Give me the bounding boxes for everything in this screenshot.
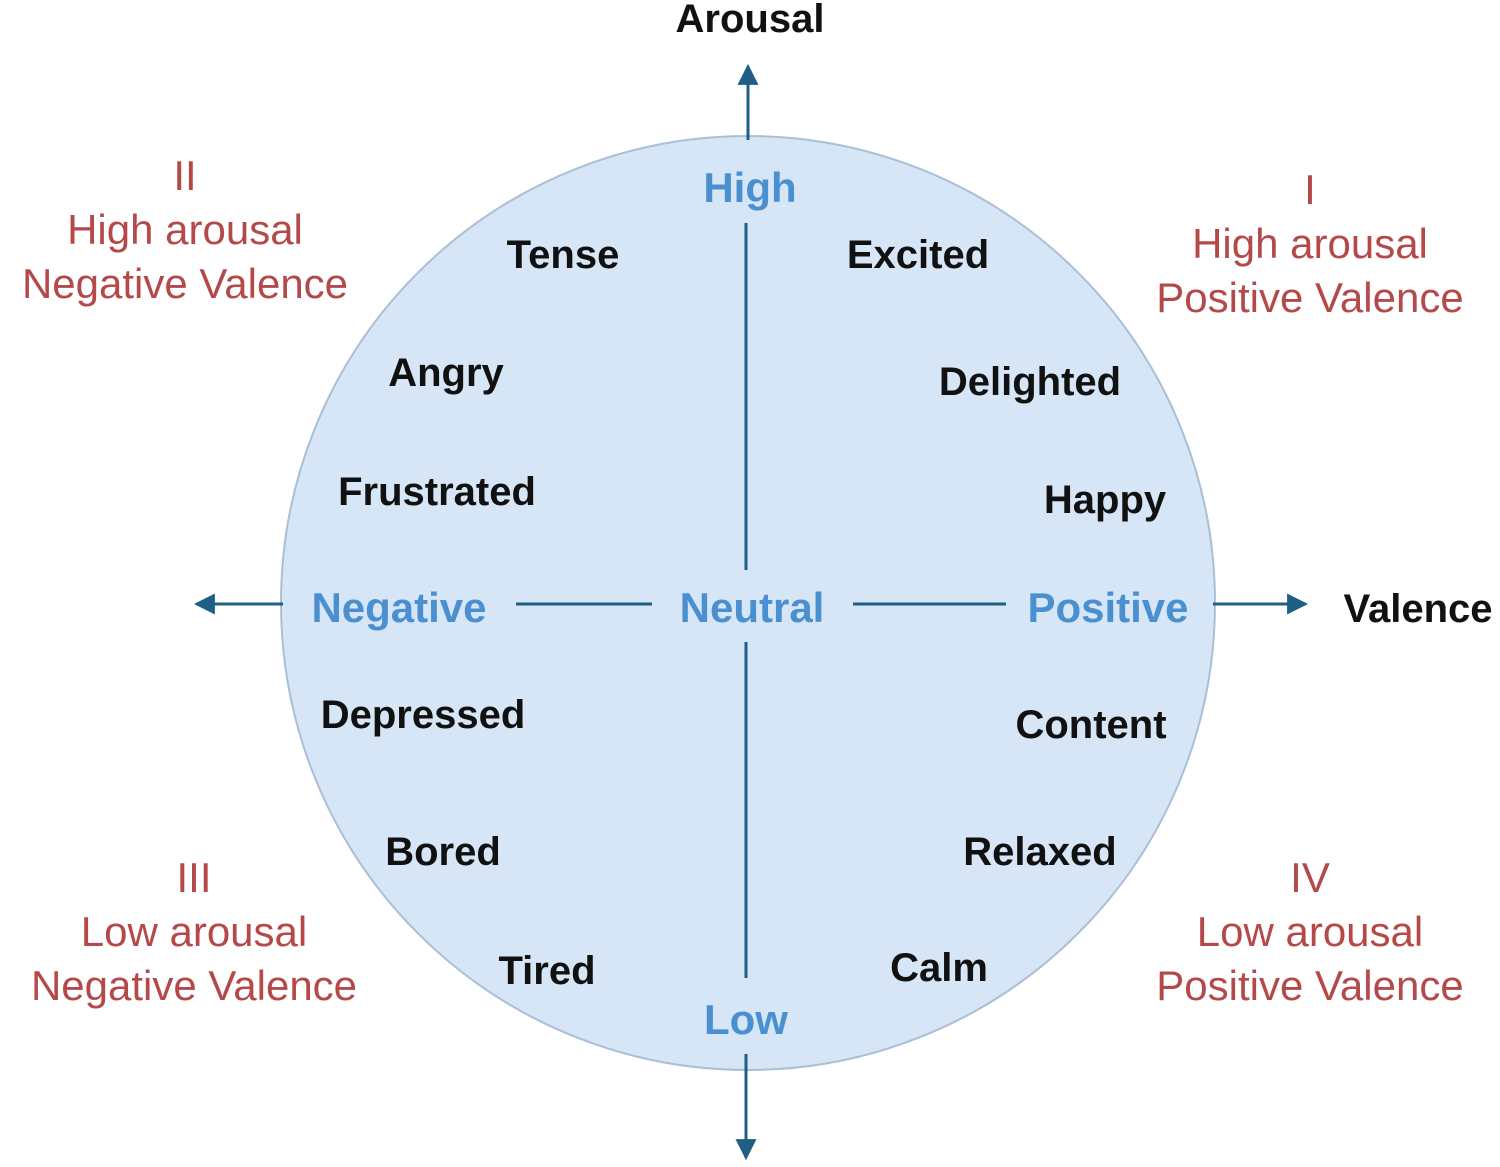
- quadrant-ii-line2: Negative Valence: [22, 260, 348, 307]
- quadrant-iv-line2: Positive Valence: [1156, 962, 1463, 1009]
- emotion-tired: Tired: [498, 949, 595, 993]
- emotion-frustrated: Frustrated: [338, 470, 536, 514]
- pole-positive-label: Positive: [1027, 584, 1188, 631]
- quadrant-ii-label: II High arousal Negative Valence: [22, 152, 348, 307]
- emotion-bored: Bored: [385, 830, 501, 874]
- pole-negative-label: Negative: [311, 584, 486, 631]
- pole-low-label: Low: [704, 996, 788, 1043]
- emotion-excited: Excited: [847, 233, 989, 277]
- quadrant-i-label: I High arousal Positive Valence: [1156, 166, 1463, 321]
- quadrant-iii-numeral: III: [176, 854, 211, 901]
- emotion-angry: Angry: [388, 351, 504, 395]
- quadrant-iii-label: III Low arousal Negative Valence: [31, 854, 357, 1009]
- quadrant-i-line1: High arousal: [1192, 220, 1428, 267]
- quadrant-ii-numeral: II: [173, 152, 196, 199]
- pole-high-label: High: [703, 164, 796, 211]
- quadrant-iii-line1: Low arousal: [81, 908, 307, 955]
- quadrant-i-numeral: I: [1304, 166, 1316, 213]
- pole-neutral-label: Neutral: [680, 584, 825, 631]
- emotion-delighted: Delighted: [939, 360, 1121, 404]
- quadrant-iv-line1: Low arousal: [1197, 908, 1423, 955]
- quadrant-iv-numeral: IV: [1290, 854, 1330, 901]
- emotion-relaxed: Relaxed: [963, 830, 1116, 874]
- quadrant-iii-line2: Negative Valence: [31, 962, 357, 1009]
- quadrant-iv-label: IV Low arousal Positive Valence: [1156, 854, 1463, 1009]
- valence-axis-title: Valence: [1343, 587, 1492, 631]
- arousal-axis-title: Arousal: [676, 0, 825, 41]
- emotion-happy: Happy: [1044, 478, 1167, 522]
- emotion-content: Content: [1015, 703, 1166, 747]
- quadrant-i-line2: Positive Valence: [1156, 274, 1463, 321]
- quadrant-ii-line1: High arousal: [67, 206, 303, 253]
- emotion-tense: Tense: [507, 233, 620, 277]
- emotion-depressed: Depressed: [321, 693, 526, 737]
- emotion-calm: Calm: [890, 946, 988, 990]
